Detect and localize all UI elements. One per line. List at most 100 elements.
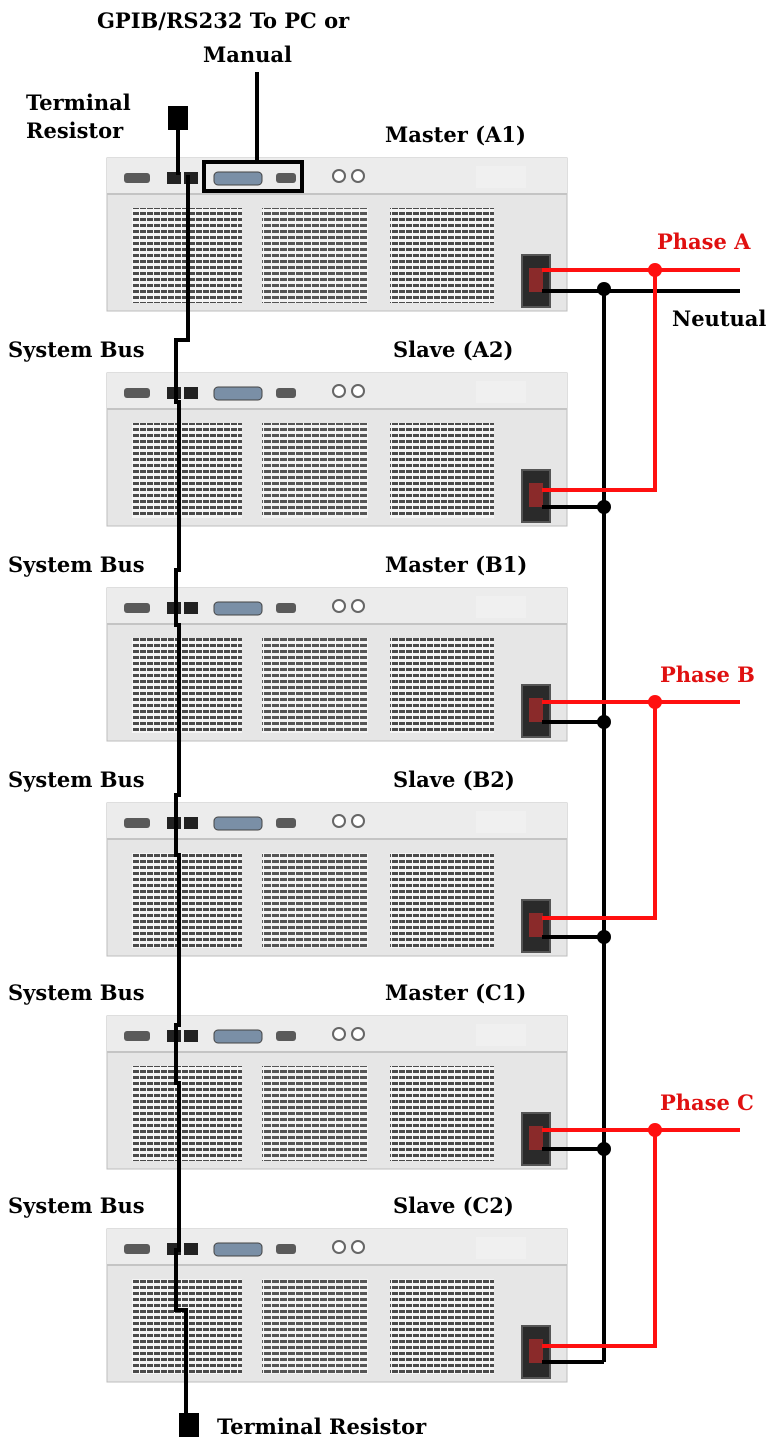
- gpib-connector: [213, 386, 263, 401]
- vent-grill-right: [390, 1279, 494, 1374]
- vent-grill-middle: [262, 1066, 368, 1161]
- bnc-connector: [332, 814, 346, 828]
- vent-grill-left: [132, 638, 242, 733]
- power-unit: Slave (A2) System Bus: [8, 337, 568, 527]
- neutral-junction-dot: [597, 715, 611, 729]
- gpib-connector: [213, 601, 263, 616]
- vent-grill-right: [390, 423, 494, 518]
- phase-wiring: [542, 263, 740, 1348]
- vent-grill-left: [132, 853, 242, 948]
- terminal-resistor-top-line1: Terminal: [26, 90, 131, 115]
- power-unit: Slave (C2) System Bus: [8, 1193, 568, 1383]
- system-bus-label: System Bus: [8, 337, 145, 362]
- phase-a-junction-dot: [648, 263, 662, 277]
- bnc-connector: [332, 1240, 346, 1254]
- vent-grill-middle: [262, 853, 368, 948]
- phase-c-label: Phase C: [660, 1090, 754, 1115]
- system-bus-label: System Bus: [8, 767, 145, 792]
- neutral-label: Neutual: [672, 306, 766, 331]
- gpib-connector: [213, 171, 263, 186]
- phase-c-junction-dot: [648, 1123, 662, 1137]
- system-bus-cable: [174, 175, 190, 1413]
- unit-label: Master (C1): [385, 980, 526, 1005]
- bnc-connector: [351, 1240, 365, 1254]
- bnc-connector: [332, 599, 346, 613]
- unit-label: Slave (A2): [393, 337, 513, 362]
- serial-connector: [276, 1031, 296, 1041]
- nameplate: [476, 1237, 526, 1259]
- system-bus-label: System Bus: [8, 1193, 145, 1218]
- unit-label: Master (A1): [385, 122, 526, 147]
- vent-grill-middle: [262, 1279, 368, 1374]
- neutral-junction-dot: [597, 930, 611, 944]
- power-unit: Master (C1) System Bus: [8, 980, 568, 1170]
- terminal-resistor-top-line2: Resistor: [26, 118, 124, 143]
- nameplate: [476, 381, 526, 403]
- ac-inlet: [521, 469, 551, 523]
- bnc-connector: [332, 1027, 346, 1041]
- unit-label: Slave (B2): [393, 767, 515, 792]
- phase-b-label: Phase B: [660, 662, 755, 687]
- gpib-connector: [213, 816, 263, 831]
- vent-grill-middle: [262, 423, 368, 518]
- bnc-connector: [351, 599, 365, 613]
- ac-inlet-terminals: [529, 913, 543, 937]
- vent-grill-right: [390, 208, 494, 303]
- ac-inlet-terminals: [529, 483, 543, 507]
- rs232-connector: [124, 173, 150, 183]
- vent-grill-left: [132, 1066, 242, 1161]
- vent-grill-left: [132, 423, 242, 518]
- rs232-connector: [124, 1244, 150, 1254]
- power-unit: Master (A1): [106, 122, 568, 312]
- bnc-connector: [332, 169, 346, 183]
- bnc-connector: [351, 169, 365, 183]
- serial-connector: [276, 388, 296, 398]
- vent-grill-right: [390, 638, 494, 733]
- power-unit: Master (B1) System Bus: [8, 552, 568, 742]
- serial-connector: [276, 818, 296, 828]
- nameplate: [476, 166, 526, 188]
- serial-connector: [276, 1244, 296, 1254]
- phase-c-line-c2: [542, 1130, 657, 1348]
- phase-b-junction-dot: [648, 695, 662, 709]
- gpib-connector: [213, 1242, 263, 1257]
- phase-a-line-a2: [542, 270, 657, 492]
- unit-label: Slave (C2): [393, 1193, 514, 1218]
- ac-inlet-terminals: [529, 698, 543, 722]
- rs232-connector: [124, 388, 150, 398]
- bnc-connector: [351, 384, 365, 398]
- neutral-junction-dot: [597, 1142, 611, 1156]
- ac-inlet-terminals: [529, 1126, 543, 1150]
- system-bus-label: System Bus: [8, 552, 145, 577]
- serial-connector: [276, 173, 296, 183]
- gpib-connector: [213, 1029, 263, 1044]
- ac-inlet-terminals: [529, 268, 543, 292]
- neutral-wiring: [542, 282, 740, 1364]
- unit-label: Master (B1): [385, 552, 527, 577]
- vent-grill-middle: [262, 638, 368, 733]
- ac-inlet-terminals: [529, 1339, 543, 1363]
- terminal-resistor-bottom: [179, 1413, 199, 1437]
- terminal-resistor-top: [168, 106, 188, 130]
- vent-grill-right: [390, 853, 494, 948]
- rs232-connector: [124, 603, 150, 613]
- vent-grill-middle: [262, 208, 368, 303]
- vent-grill-right: [390, 1066, 494, 1161]
- bus-connector-out: [184, 1243, 198, 1255]
- nameplate: [476, 811, 526, 833]
- rs232-connector: [124, 1031, 150, 1041]
- bus-connector-out: [184, 1030, 198, 1042]
- neutral-junction-dot: [597, 282, 611, 296]
- bus-connector-out: [184, 817, 198, 829]
- neutral-junction-dot: [597, 500, 611, 514]
- phase-b-line-b2: [542, 702, 657, 920]
- power-unit: Slave (B2) System Bus: [8, 767, 568, 957]
- gpib-port-highlight: [202, 160, 304, 193]
- bnc-connector: [332, 384, 346, 398]
- system-bus-label: System Bus: [8, 980, 145, 1005]
- bus-connector-out: [184, 602, 198, 614]
- bnc-connector: [351, 814, 365, 828]
- gpib-label-line1: GPIB/RS232 To PC or: [97, 8, 350, 33]
- gpib-label-line2: Manual: [203, 42, 292, 67]
